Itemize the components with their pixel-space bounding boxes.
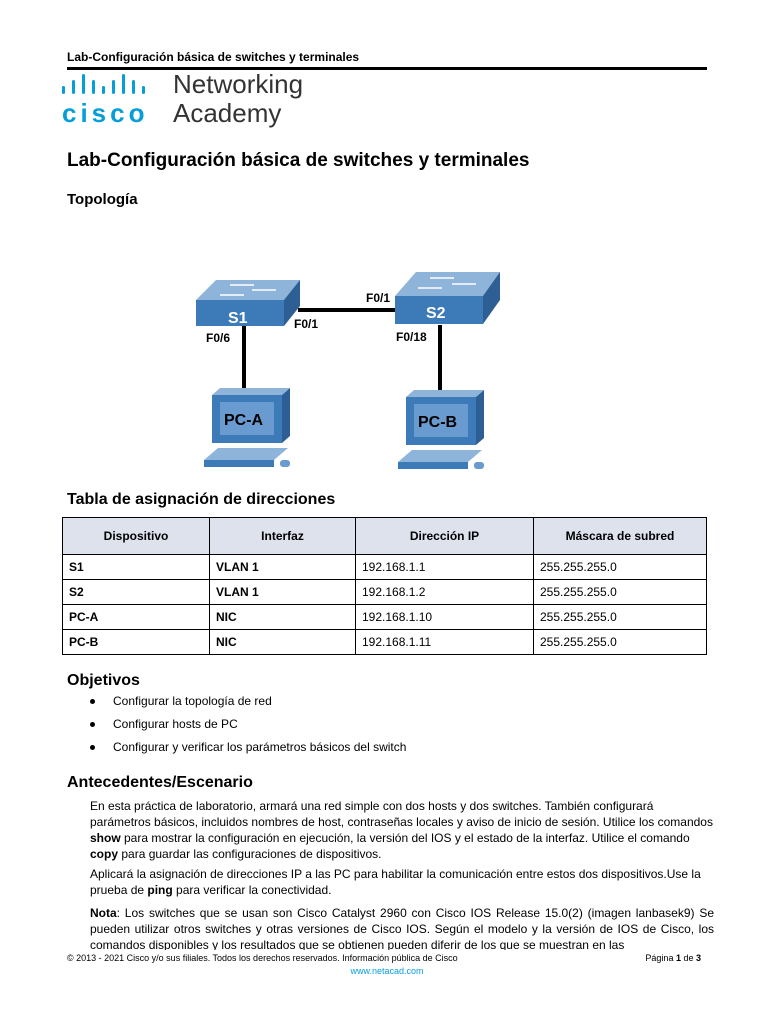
- cell-mask: 255.255.255.0: [533, 579, 707, 605]
- cell-ip: 192.168.1.11: [355, 629, 534, 655]
- cell-mask: 255.255.255.0: [533, 629, 707, 655]
- pcb-label: PC-B: [418, 414, 457, 431]
- col-interfaz: Interfaz: [209, 517, 356, 555]
- note-label: Nota: [90, 906, 117, 920]
- cell-interface: NIC: [209, 604, 356, 630]
- cmd-ping: ping: [147, 883, 173, 897]
- cmd-copy: copy: [90, 847, 119, 861]
- cisco-networking-academy-logo: cisco Networking Academy: [60, 69, 320, 130]
- copyright-notice: © 2013 - 2021 Cisco y/o sus filiales. To…: [67, 953, 458, 963]
- pca-label: PC-A: [224, 412, 264, 429]
- switch-s1-icon: [196, 280, 300, 326]
- cell-device: S2: [62, 579, 210, 605]
- switch-s2-icon: [395, 272, 500, 324]
- port-s2-f018: F0/18: [396, 330, 427, 344]
- logo-line-academy: Academy: [173, 98, 282, 128]
- port-s2-f01: F0/1: [366, 291, 390, 305]
- col-mascara: Máscara de subred: [533, 517, 707, 555]
- cell-ip: 192.168.1.1: [355, 554, 534, 580]
- table-row: S1 VLAN 1 192.168.1.1 255.255.255.0: [62, 554, 707, 580]
- objective-text: Configurar hosts de PC: [113, 717, 238, 731]
- cell-ip: 192.168.1.2: [355, 579, 534, 605]
- col-direccion-ip: Dirección IP: [355, 517, 534, 555]
- cell-interface: NIC: [209, 629, 356, 655]
- bullet-icon: [90, 699, 95, 704]
- cell-device: S1: [62, 554, 210, 580]
- list-item: Configurar y verificar los parámetros bá…: [67, 740, 667, 763]
- cell-mask: 255.255.255.0: [533, 554, 707, 580]
- table-header-row: Dispositivo Interfaz Dirección IP Máscar…: [62, 517, 707, 555]
- table-row: PC-B NIC 192.168.1.11 255.255.255.0: [62, 629, 707, 655]
- objectives-list: Configurar la topología de red Configura…: [67, 694, 667, 763]
- cell-mask: 255.255.255.0: [533, 604, 707, 630]
- logo-line-networking: Networking: [173, 69, 304, 99]
- list-item: Configurar la topología de red: [67, 694, 667, 717]
- cell-interface: VLAN 1: [209, 579, 356, 605]
- table-row: S2 VLAN 1 192.168.1.2 255.255.255.0: [62, 579, 707, 605]
- topology-heading: Topología: [67, 191, 138, 208]
- background-note: Nota: Los switches que se usan son Cisco…: [90, 906, 714, 950]
- port-s1-f06: F0/6: [206, 331, 230, 345]
- cmd-show: show: [90, 831, 121, 845]
- background-paragraph-2: Aplicará la asignación de direcciones IP…: [90, 867, 701, 897]
- page-number: Página 1 de 3: [645, 953, 701, 963]
- s2-label: S2: [426, 305, 446, 322]
- cell-interface: VLAN 1: [209, 554, 356, 580]
- objectives-heading: Objetivos: [67, 672, 140, 689]
- addressing-heading: Tabla de asignación de direcciones: [67, 491, 336, 508]
- cell-device: PC-A: [62, 604, 210, 630]
- cell-device: PC-B: [62, 629, 210, 655]
- cell-ip: 192.168.1.10: [355, 604, 534, 630]
- port-s1-f01: F0/1: [294, 317, 318, 331]
- pc-a-icon: [204, 388, 290, 467]
- running-header: Lab-Configuración básica de switches y t…: [67, 50, 360, 64]
- background-paragraph-1: En esta práctica de laboratorio, armará …: [90, 799, 713, 861]
- objective-text: Configurar y verificar los parámetros bá…: [113, 740, 407, 754]
- table-row: PC-A NIC 192.168.1.10 255.255.255.0: [62, 604, 707, 630]
- netacad-link[interactable]: www.netacad.com: [350, 966, 424, 976]
- bullet-icon: [90, 722, 95, 727]
- topology-diagram: S1 S2 F0/6 F0/1 F0/1 F0/18 PC-A PC-B: [196, 272, 500, 469]
- s1-label: S1: [228, 310, 248, 327]
- cisco-wordmark: cisco: [62, 98, 149, 128]
- document-title: Lab-Configuración básica de switches y t…: [67, 150, 530, 171]
- objective-text: Configurar la topología de red: [113, 694, 272, 708]
- pc-b-icon: [398, 390, 484, 469]
- addressing-table: Dispositivo Interfaz Dirección IP Máscar…: [62, 517, 707, 655]
- cisco-bridge-logo-icon: [62, 74, 145, 94]
- list-item: Configurar hosts de PC: [67, 717, 667, 740]
- bullet-icon: [90, 745, 95, 750]
- background-heading: Antecedentes/Escenario: [67, 774, 253, 791]
- header-rule: [67, 67, 707, 70]
- col-dispositivo: Dispositivo: [62, 517, 210, 555]
